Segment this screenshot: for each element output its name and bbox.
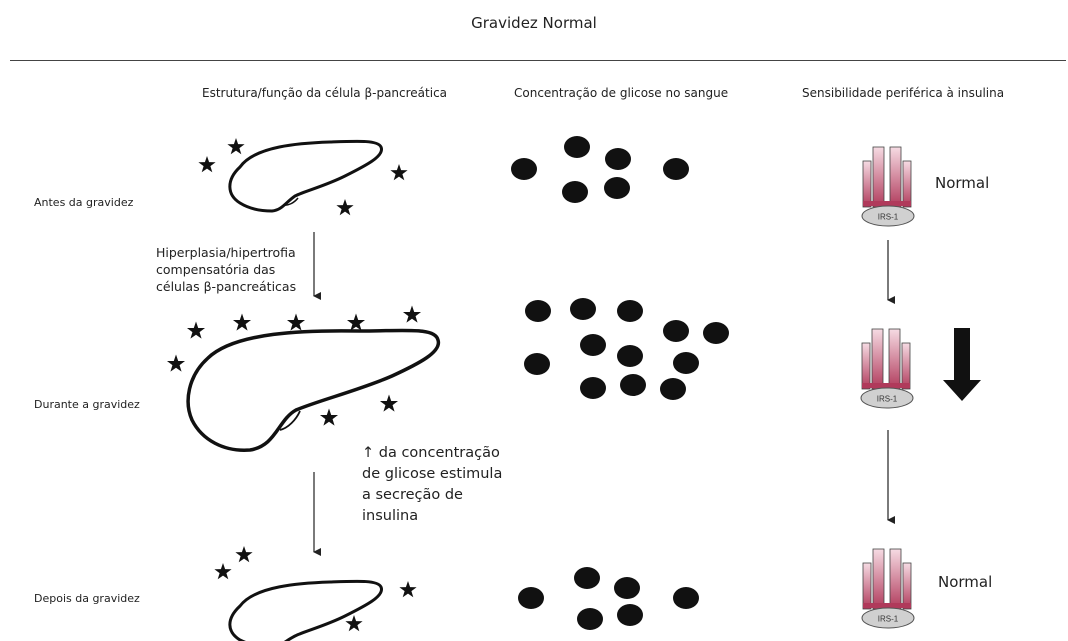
pancreas-after xyxy=(230,581,382,641)
insulin-receptor-before: IRS-1 xyxy=(862,147,914,226)
receptor-alpha-right xyxy=(902,343,910,389)
down-arrow-icon xyxy=(943,328,981,401)
glucose-dots-during xyxy=(524,298,729,400)
receptor-alpha-left xyxy=(863,161,871,207)
receptor-alpha-left xyxy=(862,343,870,389)
receptor-beta-right xyxy=(890,147,901,207)
glucose-dots-before xyxy=(511,136,689,203)
receptor-beta-left xyxy=(873,549,884,609)
insulin-receptor-after: IRS-1 xyxy=(862,549,914,628)
star-icons-after xyxy=(214,546,416,631)
receptor-beta-right xyxy=(889,329,900,389)
receptor-base xyxy=(863,201,911,206)
glucose-dots-after xyxy=(518,567,699,630)
receptor-alpha-right xyxy=(903,563,911,609)
receptor-base xyxy=(862,383,910,388)
pancreas-before xyxy=(230,141,382,211)
irs1-label: IRS-1 xyxy=(878,615,899,624)
irs1-label: IRS-1 xyxy=(878,213,899,222)
receptor-beta-left xyxy=(873,147,884,207)
receptor-beta-left xyxy=(872,329,883,389)
star-icons-before xyxy=(198,138,407,215)
pancreas-during xyxy=(188,330,438,450)
receptor-alpha-left xyxy=(863,563,871,609)
star-icons-during xyxy=(167,306,421,426)
receptor-base xyxy=(863,603,911,608)
receptor-alpha-right xyxy=(903,161,911,207)
insulin-receptor-during: IRS-1 xyxy=(861,329,913,408)
receptor-beta-right xyxy=(890,549,901,609)
irs1-label: IRS-1 xyxy=(877,395,898,404)
